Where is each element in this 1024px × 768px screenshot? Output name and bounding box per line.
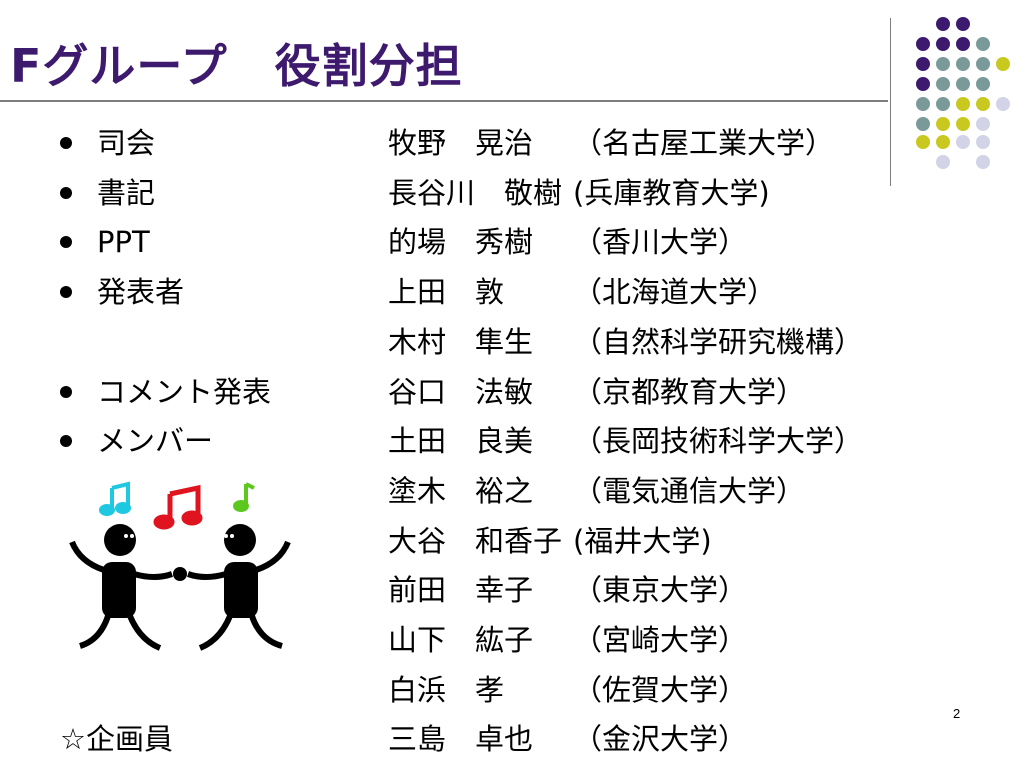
role-row: コメント発表 谷口 法敏 （京都教育大学） xyxy=(0,368,1000,416)
member-name: 三島 卓也 xyxy=(388,722,534,756)
member-affiliation: （長岡技術科学大学） xyxy=(573,424,864,458)
member-affiliation: (福井大学) xyxy=(573,524,712,558)
member-name: 長谷川 敬樹 xyxy=(388,176,563,210)
role-row: PPT 的場 秀樹 （香川大学） xyxy=(0,218,1000,266)
member-affiliation: （佐賀大学） xyxy=(573,673,748,707)
role-label: 書記 xyxy=(97,176,156,210)
member-name: 大谷 和香子 xyxy=(388,524,563,558)
decorative-dot xyxy=(916,77,930,91)
bullet-icon xyxy=(60,187,72,199)
slide-title: Fグループ 役割分担 xyxy=(10,39,463,93)
member-name: 白浜 孝 xyxy=(388,673,505,707)
decorative-dot xyxy=(956,97,970,111)
page-number: 2 xyxy=(953,706,961,721)
dancer-right xyxy=(187,524,291,651)
decorative-dot xyxy=(976,77,990,91)
role-row: 木村 隼生 （自然科学研究機構） xyxy=(0,318,1000,366)
member-name: 前田 幸子 xyxy=(388,573,534,607)
role-row: 山下 紘子 （宮崎大学） xyxy=(0,616,1000,664)
role-row: 発表者 上田 敦 （北海道大学） xyxy=(0,268,1000,316)
bullet-icon xyxy=(60,137,72,149)
role-row: メンバー 土田 良美 （長岡技術科学大学） xyxy=(0,417,1000,465)
role-row: 司会 牧野 晃治 （名古屋工業大学） xyxy=(0,119,1000,167)
role-row: 書記 長谷川 敬樹 (兵庫教育大学) xyxy=(0,169,1000,217)
role-row: ☆企画員 三島 卓也 （金沢大学） xyxy=(0,715,1000,763)
decorative-dot xyxy=(956,37,970,51)
decorative-dot xyxy=(996,57,1010,71)
role-row: 前田 幸子 （東京大学） xyxy=(0,566,1000,614)
bullet-icon xyxy=(60,386,72,398)
decorative-dot xyxy=(956,77,970,91)
decorative-dot xyxy=(976,57,990,71)
music-note-green-icon xyxy=(233,482,255,512)
title-divider xyxy=(0,100,888,102)
role-label: 司会 xyxy=(97,126,156,160)
dancer-left xyxy=(69,524,173,651)
decorative-dot xyxy=(996,97,1010,111)
decorative-dot xyxy=(956,17,970,31)
member-name: 牧野 晃治 xyxy=(388,126,534,160)
decorative-dot xyxy=(936,57,950,71)
bullet-icon xyxy=(60,236,72,248)
decorative-dot xyxy=(936,77,950,91)
member-affiliation: （名古屋工業大学） xyxy=(573,126,835,160)
decorative-dot xyxy=(916,37,930,51)
member-affiliation: (兵庫教育大学) xyxy=(573,176,770,210)
decorative-dot xyxy=(936,97,950,111)
decorative-dot xyxy=(976,97,990,111)
member-affiliation: （北海道大学） xyxy=(573,275,777,309)
bullet-icon xyxy=(60,435,72,447)
member-name: 的場 秀樹 xyxy=(388,225,534,259)
member-affiliation: （京都教育大学） xyxy=(573,375,806,409)
role-label: PPT xyxy=(97,225,150,259)
member-name: 木村 隼生 xyxy=(388,325,534,359)
member-affiliation: （香川大学） xyxy=(573,225,748,259)
decorative-dot xyxy=(916,57,930,71)
decorative-dot xyxy=(916,97,930,111)
decorative-dot xyxy=(936,37,950,51)
role-row: 大谷 和香子 (福井大学) xyxy=(0,517,1000,565)
member-name: 上田 敦 xyxy=(388,275,505,309)
member-affiliation: （金沢大学） xyxy=(573,722,748,756)
member-affiliation: （宮崎大学） xyxy=(573,623,748,657)
role-label: ☆企画員 xyxy=(60,722,173,756)
music-note-red-icon xyxy=(153,484,203,530)
bullet-icon xyxy=(60,286,72,298)
member-name: 土田 良美 xyxy=(388,424,534,458)
member-name: 谷口 法敏 xyxy=(388,375,534,409)
vertical-divider xyxy=(890,18,891,186)
member-affiliation: （自然科学研究機構） xyxy=(573,325,864,359)
member-affiliation: （東京大学） xyxy=(573,573,748,607)
decorative-dot xyxy=(976,37,990,51)
dancing-figures-icon xyxy=(69,481,291,651)
role-label: コメント発表 xyxy=(97,375,272,409)
role-row: 白浜 孝 （佐賀大学） xyxy=(0,666,1000,714)
role-label: 発表者 xyxy=(97,275,185,309)
member-name: 塗木 裕之 xyxy=(388,474,534,508)
member-affiliation: （電気通信大学） xyxy=(573,474,806,508)
music-note-cyan-icon xyxy=(99,481,131,516)
member-name: 山下 紘子 xyxy=(388,623,534,657)
role-label: メンバー xyxy=(97,424,214,458)
decorative-dot xyxy=(956,57,970,71)
role-row: 塗木 裕之 （電気通信大学） xyxy=(0,467,1000,515)
decorative-dot xyxy=(936,17,950,31)
